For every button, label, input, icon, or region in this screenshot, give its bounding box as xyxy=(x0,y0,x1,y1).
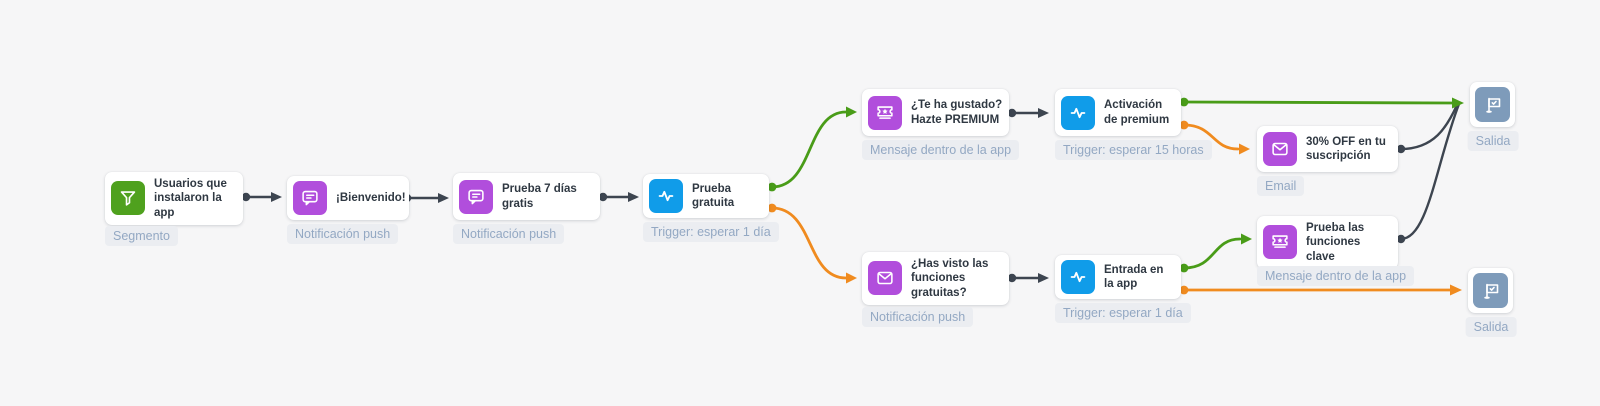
node-tag: Segmento xyxy=(105,226,178,247)
node-title: Prueba 7 días gratis xyxy=(502,183,577,210)
node-premium-activation[interactable]: Activación de premium xyxy=(1055,89,1181,136)
edge-appentry-keyfeatures xyxy=(1179,233,1252,273)
node-tag: Notificación push xyxy=(287,224,399,245)
node-tag: Mensaje dentro de la app xyxy=(862,140,1020,161)
exit-flag-icon xyxy=(1473,273,1508,308)
node-exit-bottom[interactable] xyxy=(1468,268,1513,313)
node-tag: Notificación push xyxy=(453,224,565,245)
node-free-trial[interactable]: Prueba gratuita xyxy=(643,174,769,218)
trigger-pulse-icon xyxy=(649,179,683,213)
trigger-pulse-icon xyxy=(1061,95,1095,130)
node-discount-email[interactable]: 30% OFF en tu suscripción xyxy=(1257,126,1398,172)
node-title: Usuarios que instalaron la app xyxy=(154,178,227,219)
filter-icon xyxy=(111,181,145,216)
port-email-out[interactable] xyxy=(1396,144,1406,154)
edge-trial-freetrial xyxy=(598,192,639,202)
node-app-entry[interactable]: Entrada en la app xyxy=(1055,255,1181,299)
node-key-features[interactable]: Prueba las funciones clave xyxy=(1257,216,1398,269)
node-tag: Trigger: esperar 15 horas xyxy=(1055,140,1212,161)
node-title: ¿Has visto las funciones gratuitas? xyxy=(911,258,989,299)
node-title: 30% OFF en tu suscripción xyxy=(1306,135,1386,162)
node-tag: Mensaje dentro de la app xyxy=(1257,266,1415,287)
node-title: ¿Te ha gustado? Hazte PREMIUM xyxy=(911,99,1003,126)
node-premium-offer[interactable]: ¿Te ha gustado? Hazte PREMIUM xyxy=(862,89,1009,136)
inapp-ticket-icon xyxy=(1263,225,1297,260)
node-tag: Email xyxy=(1257,176,1305,197)
node-exit-top[interactable] xyxy=(1470,82,1515,127)
push-message-icon xyxy=(293,181,327,215)
exit-flag-icon xyxy=(1475,87,1510,122)
node-welcome-push[interactable]: ¡Bienvenido! xyxy=(287,176,409,220)
node-tag: Notificación push xyxy=(862,307,974,328)
node-tag: Trigger: esperar 1 día xyxy=(1055,303,1191,324)
edge-appentry-exitbottom xyxy=(1179,284,1462,296)
node-title: Activación de premium xyxy=(1104,99,1170,126)
edge-featurespush-appentry xyxy=(1007,273,1049,283)
trigger-pulse-icon xyxy=(1061,260,1095,294)
port-featurespush-out[interactable] xyxy=(1007,273,1017,283)
email-icon xyxy=(1263,132,1297,166)
edge-freetrial-premiumoffer xyxy=(767,106,857,192)
edge-premiumoffer-activation xyxy=(1007,108,1049,118)
node-title: Entrada en la app xyxy=(1104,263,1164,290)
node-tag: Salida xyxy=(1465,317,1517,338)
push-message-icon xyxy=(459,179,493,214)
edge-segment-welcome xyxy=(241,192,282,202)
node-trial-push[interactable]: Prueba 7 días gratis xyxy=(453,173,600,220)
edge-keyfeatures-exittop xyxy=(1396,102,1461,244)
node-title: Prueba gratuita xyxy=(692,182,735,209)
node-segment[interactable]: Usuarios que instalaron la app xyxy=(105,172,243,225)
edge-freetrial-featurespush xyxy=(767,203,857,284)
port-premiumoffer-out[interactable] xyxy=(1007,108,1017,118)
edge-email-exittop xyxy=(1396,103,1459,154)
node-title: ¡Bienvenido! xyxy=(336,191,406,204)
edge-welcome-trial xyxy=(402,193,449,203)
inapp-ticket-icon xyxy=(868,95,902,130)
port-keyfeatures-out[interactable] xyxy=(1396,234,1406,244)
node-features-push[interactable]: ¿Has visto las funciones gratuitas? xyxy=(862,252,1009,305)
node-title: Prueba las funciones clave xyxy=(1306,222,1365,263)
port-segment-out[interactable] xyxy=(241,192,251,202)
email-icon xyxy=(868,261,902,296)
edge-activation-exittop xyxy=(1179,97,1464,109)
node-tag: Trigger: esperar 1 día xyxy=(643,222,779,243)
port-trial-out[interactable] xyxy=(598,192,608,202)
node-tag: Salida xyxy=(1467,131,1519,152)
